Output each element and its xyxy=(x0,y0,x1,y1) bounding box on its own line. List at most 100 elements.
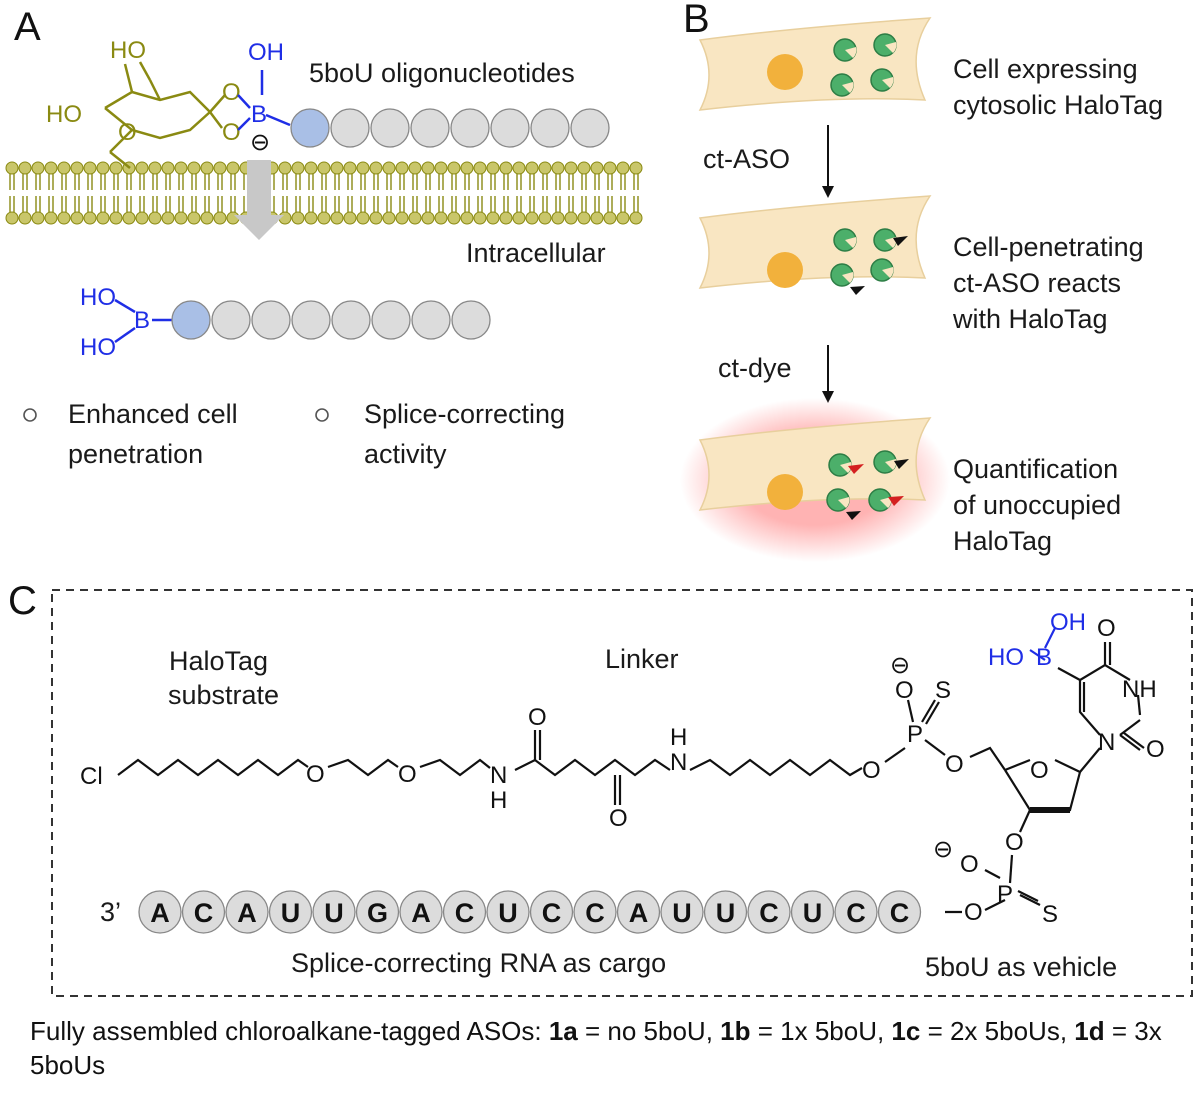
atom-base-nh: NH xyxy=(1122,676,1157,703)
released-ho-top: HO xyxy=(80,284,116,311)
bead-nucleotide xyxy=(450,108,490,148)
sugar-ho-top: HO xyxy=(110,37,146,64)
cell-2-line2: ct-ASO reacts xyxy=(953,268,1121,298)
rna-nucleotide xyxy=(312,890,356,934)
three-prime-label: 3’ xyxy=(100,897,121,927)
atom-n1: N xyxy=(490,762,507,789)
panel-a-label: A xyxy=(14,5,41,49)
lipid-unit xyxy=(343,161,357,225)
bead-nucleotide xyxy=(410,108,450,148)
nucleus-2 xyxy=(767,252,803,288)
halotag-icon xyxy=(828,453,853,477)
lipid-unit xyxy=(356,161,370,225)
lipid-unit xyxy=(408,161,422,225)
lipid-unit xyxy=(395,161,409,225)
cell-3-line3: HaloTag xyxy=(953,526,1052,556)
arrow-2-label: ct-dye xyxy=(718,353,792,383)
bead-nucleotide xyxy=(291,300,331,340)
cell-1-line1: Cell expressing xyxy=(953,54,1138,84)
bead-nucleotide xyxy=(530,108,570,148)
rna-nucleotide xyxy=(486,890,530,934)
atom-n-base: N xyxy=(1098,729,1115,756)
lipid-unit xyxy=(57,161,71,225)
released-boron: B xyxy=(134,307,150,334)
rna-nucleotide xyxy=(268,890,313,934)
uracil-ring xyxy=(1057,642,1145,751)
caption-key-1d: 1d xyxy=(1074,1016,1105,1046)
lipid-unit xyxy=(629,161,643,225)
uptake-arrow xyxy=(234,160,284,240)
lipid-unit xyxy=(135,161,149,225)
rna-nucleotide xyxy=(529,890,574,934)
ribose-ring xyxy=(1004,747,1101,833)
lipid-unit xyxy=(31,161,45,225)
rna-nucleotide-letter: U xyxy=(324,898,344,928)
arrow-2-head xyxy=(822,391,834,403)
bound-aso-marker xyxy=(894,459,909,469)
rna-nucleotide-letter: C xyxy=(890,898,910,928)
atom-o1: O xyxy=(306,761,325,788)
rna-nucleotide-letter: U xyxy=(803,898,823,928)
panel-c-frame xyxy=(51,589,1193,997)
lipid-unit xyxy=(200,161,214,225)
bound-aso-marker xyxy=(846,511,861,520)
bead-nucleotide xyxy=(490,108,530,148)
peg-chain-2 xyxy=(419,758,491,777)
hexyl-chain xyxy=(689,758,863,777)
caption-value-1d: = 3x 5boUs xyxy=(30,1016,1162,1080)
panel-c-label: C xyxy=(8,579,37,623)
rna-nucleotide xyxy=(181,890,226,934)
rna-nucleotide xyxy=(660,890,704,934)
bullet-2-line1: Splice-correcting xyxy=(364,399,565,429)
atom-amide-o1: O xyxy=(528,704,547,731)
figure-caption: Fully assembled chloroalkane-tagged ASOs… xyxy=(30,1014,1195,1082)
rna-nucleotide xyxy=(747,890,791,934)
p2-charge: ⊖ xyxy=(933,836,953,863)
boron-atom: B xyxy=(251,101,267,128)
lipid-unit xyxy=(174,161,188,225)
rna-nucleotide-letter: A xyxy=(237,898,257,928)
rna-nucleotide-letter: C xyxy=(759,898,779,928)
lipid-unit xyxy=(304,161,318,225)
dye-marker xyxy=(888,496,904,506)
bullet-1-marker xyxy=(23,408,37,422)
rna-nucleotide-letter: C xyxy=(846,898,866,928)
boronic-acid-bonds xyxy=(1029,627,1056,661)
halotag-icon xyxy=(873,450,898,474)
lipid-unit xyxy=(187,161,201,225)
arrow-1-label: ct-ASO xyxy=(703,144,790,174)
lipid-unit xyxy=(369,161,383,225)
cell-2 xyxy=(698,195,932,295)
atom-n2: N xyxy=(670,749,687,776)
atom-h1: H xyxy=(490,787,507,814)
rna-nucleotide-letter: A xyxy=(150,898,170,928)
nucleus-1 xyxy=(767,54,803,90)
rna-nucleotide-letter: U xyxy=(281,898,301,928)
halotag-icon xyxy=(868,488,893,512)
peg-chain xyxy=(327,758,399,777)
cell-2-line3: with HaloTag xyxy=(952,304,1108,334)
cell-3 xyxy=(698,417,932,520)
halotag-substrate-line1: HaloTag xyxy=(169,646,268,676)
caption-value-1b: = 1x 5boU, xyxy=(750,1016,892,1046)
oligo-beads-top xyxy=(290,108,610,148)
atom-h2: H xyxy=(670,724,687,751)
lipid-unit xyxy=(460,161,474,225)
lipid-unit xyxy=(486,161,500,225)
lipid-unit xyxy=(577,161,591,225)
rna-nucleotide-letter: A xyxy=(629,898,649,928)
atom-p2-s: S xyxy=(1042,901,1058,928)
cargo-label: Splice-correcting RNA as cargo xyxy=(291,948,666,978)
boron-charge: ⊖ xyxy=(250,129,270,156)
lipid-bilayer xyxy=(5,161,643,225)
p-s-bond xyxy=(921,699,936,723)
atom-b-b: B xyxy=(1036,644,1052,671)
bead-5bou xyxy=(290,108,330,148)
cell-1 xyxy=(698,17,932,111)
lipid-unit xyxy=(616,161,630,225)
phosphate-2-bonds xyxy=(984,854,1041,911)
lipid-unit xyxy=(590,161,604,225)
rna-nucleotide xyxy=(877,890,922,934)
lipid-unit xyxy=(317,161,331,225)
atom-o-link: O xyxy=(862,757,881,784)
